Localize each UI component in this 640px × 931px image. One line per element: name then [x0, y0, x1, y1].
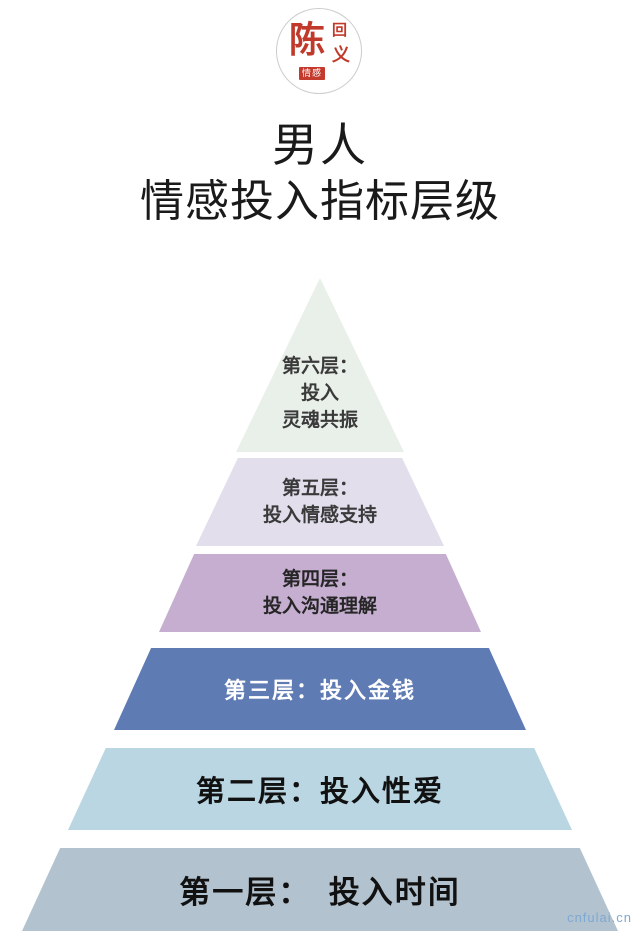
- logo-right-character: 义: [332, 45, 350, 65]
- level-1-label-line: 第一层： 投入时间: [179, 875, 461, 910]
- pyramid-level-6: 第六层： 投入 灵魂共振: [236, 278, 404, 452]
- level-6-label-line: 第六层：: [281, 356, 358, 377]
- level-5-label-line: 第五层：: [281, 478, 358, 499]
- pyramid-level-1: 第一层： 投入时间: [22, 848, 618, 931]
- level-3-label-line: 第三层：投入金钱: [223, 678, 416, 703]
- brand-logo: 陈 回 义 情感: [276, 8, 362, 94]
- level-4-label-line: 第四层：: [281, 569, 358, 590]
- watermark-text: cnfulai.cn: [567, 910, 632, 925]
- pyramid-level-5: 第五层： 投入情感支持: [196, 458, 444, 546]
- logo-stamp-badge: 情感: [299, 67, 326, 80]
- pyramid-level-2: 第二层：投入性爱: [68, 748, 572, 830]
- pyramid-level-3: 第三层：投入金钱: [114, 648, 526, 730]
- level-4-label-line: 投入沟通理解: [262, 596, 377, 617]
- logo-main-character: 陈: [289, 20, 326, 60]
- title-line-1: 男人: [272, 120, 368, 171]
- level-6-label-line: 投入: [300, 383, 339, 404]
- logo-seal-icon: 回: [331, 22, 347, 39]
- level-5-label-line: 投入情感支持: [262, 505, 377, 526]
- title-line-2: 情感投入指标层级: [140, 177, 500, 226]
- level-2-label-line: 第二层：投入性爱: [195, 776, 444, 808]
- pyramid-level-4: 第四层： 投入沟通理解: [159, 554, 481, 632]
- page-title: 男人 情感投入指标层级: [0, 118, 640, 230]
- level-6-label-line: 灵魂共振: [281, 410, 358, 431]
